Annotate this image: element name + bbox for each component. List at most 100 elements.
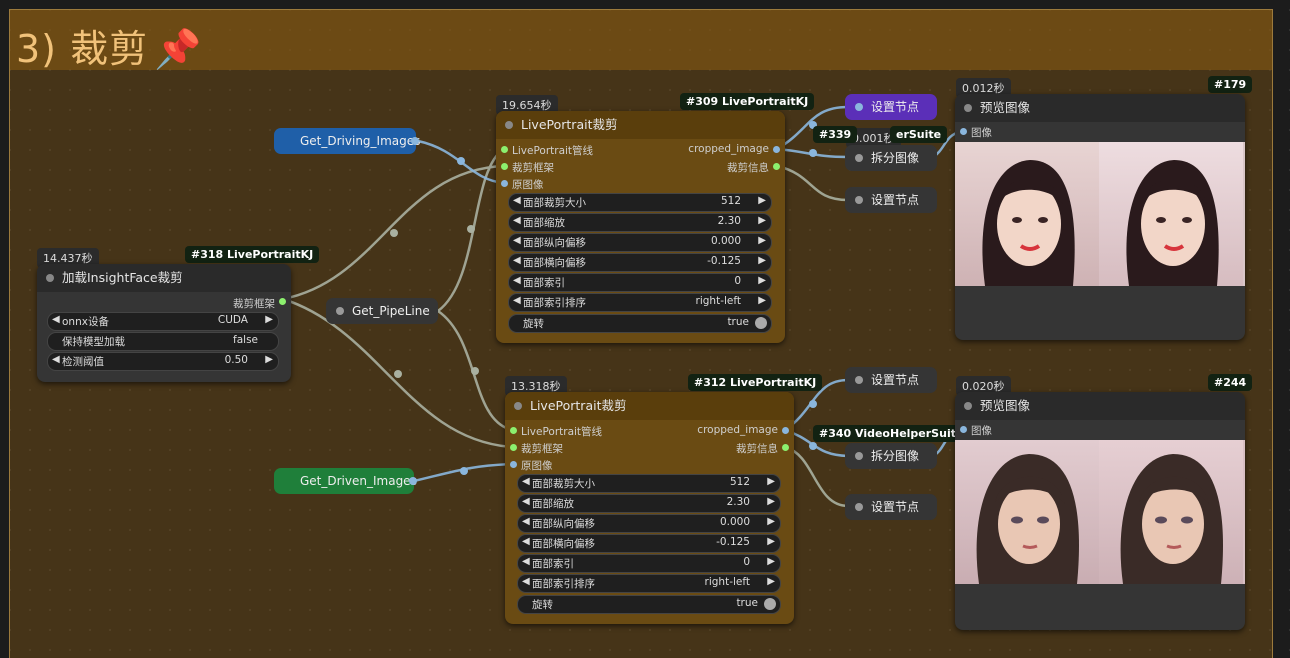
set-node-4[interactable]: 设置节点 [845, 494, 937, 520]
node-dot [855, 154, 863, 162]
output-label: 裁剪框架 [233, 298, 275, 310]
split-image-node-2[interactable]: 拆分图像 [845, 443, 937, 469]
preview-image-2[interactable] [955, 440, 1245, 584]
arrow-left-icon[interactable]: ◀ [522, 476, 530, 487]
arrow-right-icon[interactable]: ▶ [767, 476, 775, 487]
input-dot[interactable] [960, 128, 967, 135]
input-dot[interactable] [501, 163, 508, 170]
output-dot[interactable] [773, 146, 780, 153]
arrow-left-icon[interactable]: ◀ [522, 516, 530, 527]
group-header[interactable]: 3) 裁剪📌 [10, 10, 1272, 71]
input-dot[interactable] [960, 426, 967, 433]
arrow-left-icon[interactable]: ◀ [522, 496, 530, 507]
set-node-1[interactable]: 设置节点 [845, 94, 937, 120]
arrow-right-icon[interactable]: ▶ [265, 314, 273, 325]
preview-image-node-2[interactable]: 预览图像 图像 [955, 392, 1245, 630]
arrow-right-icon[interactable]: ▶ [758, 235, 766, 246]
load-insightface-node[interactable]: 加载InsightFace裁剪 裁剪框架 ◀ onnx设备 CUDA ▶ 保持模… [37, 264, 291, 382]
toggle-knob[interactable] [764, 598, 776, 610]
arrow-left-icon[interactable]: ◀ [513, 235, 521, 246]
arrow-right-icon[interactable]: ▶ [758, 215, 766, 226]
input-dot[interactable] [510, 461, 517, 468]
output-dot[interactable] [279, 298, 286, 305]
face-horizontal-offset-input[interactable]: ◀面部横向偏移-0.125▶ [508, 253, 772, 272]
node-title[interactable]: 预览图像 [955, 94, 1245, 122]
input-dot[interactable] [501, 146, 508, 153]
arrow-right-icon[interactable]: ▶ [758, 295, 766, 306]
arrow-right-icon[interactable]: ▶ [767, 536, 775, 547]
liveportrait-crop-node-1[interactable]: LivePortrait裁剪 LivePortrait管线 裁剪框架 原图像 c… [496, 111, 785, 343]
node-title[interactable]: LivePortrait裁剪 [505, 392, 794, 420]
node-title[interactable]: 加载InsightFace裁剪 [37, 264, 291, 292]
keep-model-loaded-toggle[interactable]: 保持模型加载 false [47, 332, 279, 351]
arrow-left-icon[interactable]: ◀ [513, 275, 521, 286]
arrow-left-icon[interactable]: ◀ [522, 556, 530, 567]
onnx-device-combo[interactable]: ◀ onnx设备 CUDA ▶ [47, 312, 279, 331]
preview-image-node-1[interactable]: 预览图像 图像 [955, 94, 1245, 340]
output-label: cropped_image [697, 424, 778, 436]
get-driven-images-node[interactable]: Get_Driven_Images [274, 468, 417, 494]
output-dot[interactable] [409, 477, 417, 485]
group-title: 3) 裁剪📌 [16, 27, 203, 71]
exec-time-badge: 0.012秒 [956, 78, 1011, 98]
output-dot[interactable] [782, 444, 789, 451]
input-dot[interactable] [510, 427, 517, 434]
arrow-right-icon[interactable]: ▶ [767, 556, 775, 567]
arrow-left-icon[interactable]: ◀ [513, 255, 521, 266]
input-label: 裁剪框架 [521, 443, 563, 455]
arrow-left-icon[interactable]: ◀ [513, 295, 521, 306]
arrow-left-icon[interactable]: ◀ [522, 576, 530, 587]
set-node-3[interactable]: 设置节点 [845, 367, 937, 393]
node-title[interactable]: LivePortrait裁剪 [496, 111, 785, 139]
arrow-left-icon[interactable]: ◀ [52, 354, 60, 365]
node-dot [855, 452, 863, 460]
detection-threshold-input[interactable]: ◀ 检测阈值 0.50 ▶ [47, 352, 279, 371]
node-dot [855, 503, 863, 511]
node-dot [505, 121, 513, 129]
output-dot[interactable] [782, 427, 789, 434]
toggle-knob[interactable] [755, 317, 767, 329]
arrow-right-icon[interactable]: ▶ [767, 576, 775, 587]
arrow-right-icon[interactable]: ▶ [758, 275, 766, 286]
arrow-left-icon[interactable]: ◀ [513, 195, 521, 206]
arrow-right-icon[interactable]: ▶ [758, 195, 766, 206]
get-driving-images-node[interactable]: Get_Driving_Images [274, 128, 420, 154]
input-label: LivePortrait管线 [512, 145, 594, 157]
arrow-right-icon[interactable]: ▶ [758, 255, 766, 266]
node-id-badge: #309 LivePortraitKJ [680, 93, 815, 110]
arrow-right-icon[interactable]: ▶ [767, 496, 775, 507]
input-label: 裁剪框架 [512, 162, 554, 174]
arrow-right-icon[interactable]: ▶ [265, 354, 273, 365]
arrow-left-icon[interactable]: ◀ [522, 536, 530, 547]
set-node-2[interactable]: 设置节点 [845, 187, 937, 213]
arrow-left-icon[interactable]: ◀ [52, 314, 60, 325]
node-title[interactable]: 预览图像 [955, 392, 1245, 420]
face-horizontal-offset-input[interactable]: ◀面部横向偏移-0.125▶ [517, 534, 781, 553]
output-dot[interactable] [773, 163, 780, 170]
arrow-left-icon[interactable]: ◀ [513, 215, 521, 226]
split-image-node-1[interactable]: 拆分图像 [845, 145, 937, 171]
arrow-right-icon[interactable]: ▶ [767, 516, 775, 527]
input-dot[interactable] [510, 444, 517, 451]
portrait-image [1099, 142, 1243, 286]
preview-image-1[interactable] [955, 142, 1245, 286]
output-dot[interactable] [411, 137, 419, 145]
get-pipeline-node[interactable]: Get_PipeLine [326, 298, 438, 324]
node-id-badge: #312 LivePortraitKJ [688, 374, 823, 391]
liveportrait-crop-node-2[interactable]: LivePortrait裁剪 LivePortrait管线 裁剪框架 原图像 c… [505, 392, 794, 624]
pin-icon: 📌 [154, 27, 203, 71]
exec-time-badge: 0.020秒 [956, 376, 1011, 396]
input-dot[interactable] [501, 180, 508, 187]
